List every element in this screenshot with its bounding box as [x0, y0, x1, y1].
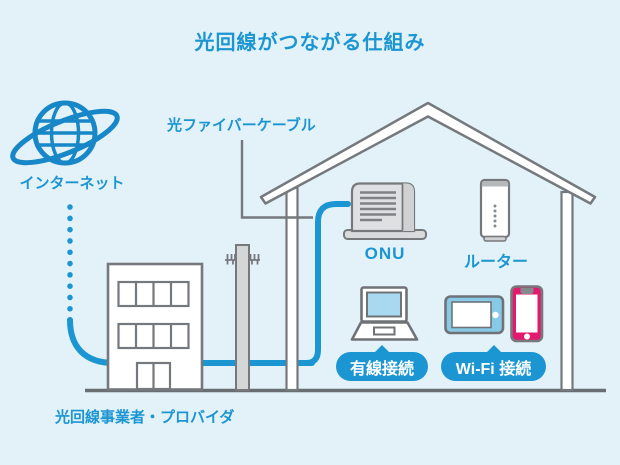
globe-icon: [10, 100, 120, 166]
onu-label: ONU: [364, 244, 406, 263]
wifi-connection-badge: Wi-Fi 接続: [441, 345, 546, 381]
router-label: ルーター: [463, 254, 528, 271]
building-door: [135, 361, 172, 391]
fiber-label-pointer-line: [240, 140, 313, 219]
wired-connection-badge: 有線接続: [336, 345, 428, 381]
onu-vent-lines: [360, 191, 396, 222]
tablet-icon: [444, 295, 505, 335]
router-device-icon: [479, 178, 511, 242]
fiber-cable-label: 光ファイバーケーブル: [167, 117, 316, 134]
fiber-cable-line-indoor: [303, 201, 351, 366]
smartphone-icon: [510, 285, 544, 343]
house-right-wall: [560, 190, 574, 392]
office-building-icon: [106, 262, 204, 391]
house-roof: [259, 101, 597, 205]
utility-pole-icon: [225, 244, 260, 391]
page-title: 光回線がつながる仕組み: [194, 32, 426, 54]
router-led-dots: [493, 204, 497, 228]
provider-label: 光回線事業者・プロバイダ: [55, 409, 235, 426]
house-icon: [259, 101, 597, 392]
building-windows-row2: [117, 322, 190, 350]
building-windows-row1: [117, 280, 190, 308]
internet-label: インターネット: [19, 175, 125, 192]
laptop-icon: [350, 286, 419, 341]
onu-device-icon: [343, 182, 427, 240]
